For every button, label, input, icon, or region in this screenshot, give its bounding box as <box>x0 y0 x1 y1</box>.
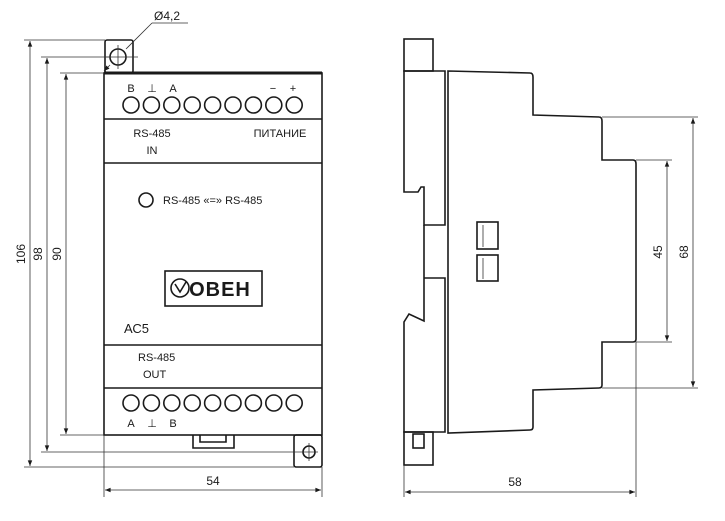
din-rail-back-upper <box>403 70 446 226</box>
terminal-screw-icon <box>183 96 201 114</box>
terminal-screw-icon <box>224 96 242 114</box>
terminal-label-minus: − <box>270 83 276 95</box>
front-view: B ⊥ A − + RS-485 IN ПИТАНИЕ RS-485 «=» R… <box>14 9 323 497</box>
bottom-mounting-ear <box>293 434 323 468</box>
terminal-screw-icon <box>244 394 263 412</box>
terminal-screw-icon <box>142 96 161 114</box>
terminal-screw-icon <box>122 96 140 114</box>
terminal-screw-icon <box>264 96 283 114</box>
mounting-hole-icon <box>300 443 318 461</box>
top-mounting-ear <box>104 39 134 74</box>
dimension-width: 54 <box>206 474 220 488</box>
terminal-screw-icon <box>285 96 304 114</box>
dimension-height-body: 90 <box>50 247 64 261</box>
dimension-step-inner: 45 <box>651 245 665 259</box>
din-latch <box>192 435 235 449</box>
terminal-label-ground: ⊥ <box>147 83 157 95</box>
side-view: 68 45 58 <box>403 38 698 497</box>
terminal-screw-icon <box>244 96 263 114</box>
terminal-screw-icon <box>264 394 283 412</box>
logo-text: ОВЕН <box>189 279 251 301</box>
logo: ОВЕН <box>164 270 263 307</box>
terminal-label-a: A <box>127 418 135 430</box>
terminal-screw-icon <box>163 394 181 412</box>
hole-diameter-callout: Ø4,2 <box>103 9 188 72</box>
power-label: ПИТАНИЕ <box>254 128 307 140</box>
indicator-led-icon <box>138 192 154 208</box>
terminal-label-plus: + <box>290 83 296 95</box>
bottom-terminal-block <box>122 394 304 412</box>
input-label-in: IN <box>147 145 158 157</box>
terminal-screw-icon <box>183 394 201 412</box>
hole-diameter-label: Ø4,2 <box>154 9 180 23</box>
top-clip <box>403 38 434 72</box>
dimension-depth: 58 <box>508 475 522 489</box>
model-label: АС5 <box>124 321 149 336</box>
dimension-height-holes: 98 <box>31 247 45 261</box>
output-label-out: OUT <box>143 369 167 381</box>
din-rail-back-lower <box>403 225 446 433</box>
dimension-height-total: 106 <box>14 244 28 264</box>
terminal-label-ground: ⊥ <box>147 418 157 430</box>
terminal-screw-icon <box>163 96 181 114</box>
terminal-screw-icon <box>285 394 304 412</box>
output-label: RS-485 <box>138 352 175 364</box>
housing-profile <box>447 70 637 434</box>
terminal-screw-icon <box>142 394 161 412</box>
side-connector-icon <box>476 221 499 282</box>
terminal-screw-icon <box>224 394 242 412</box>
input-label: RS-485 <box>133 128 170 140</box>
terminal-label-a: A <box>169 83 177 95</box>
extension-lines <box>24 39 323 497</box>
terminal-label-b: B <box>127 83 134 95</box>
bottom-clip <box>403 431 434 466</box>
dimension-step-outer: 68 <box>677 245 691 259</box>
terminal-screw-icon <box>122 394 140 412</box>
top-terminal-block <box>122 96 304 114</box>
indicator-label: RS-485 «=» RS-485 <box>163 195 262 207</box>
terminal-screw-icon <box>203 96 222 114</box>
terminal-screw-icon <box>203 394 222 412</box>
terminal-label-b: B <box>169 418 176 430</box>
